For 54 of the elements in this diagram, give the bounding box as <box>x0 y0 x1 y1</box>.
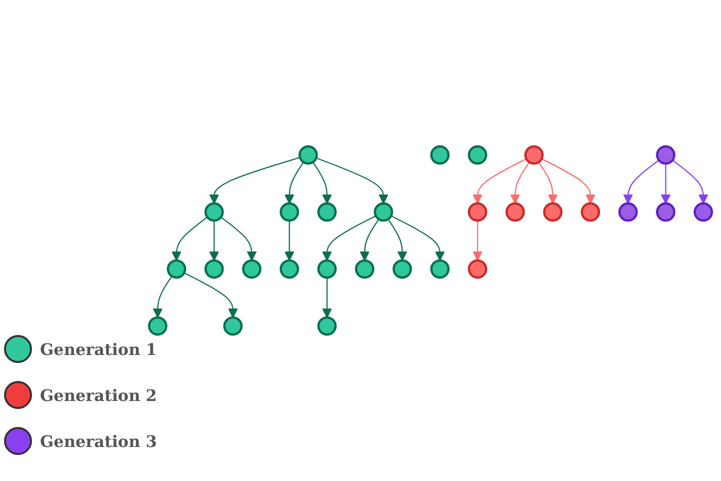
arrow <box>220 216 257 261</box>
node-circle <box>317 202 337 222</box>
arrow <box>390 215 445 261</box>
node-circle <box>694 202 714 222</box>
arrow <box>284 162 304 204</box>
node-circle <box>223 316 243 336</box>
node-circle <box>468 145 488 165</box>
node-circle <box>298 145 318 165</box>
arrow <box>472 220 483 261</box>
node-circle <box>656 202 676 222</box>
node-circle <box>430 145 450 165</box>
arrow <box>209 156 300 204</box>
node-circle <box>166 259 186 279</box>
node-circle <box>656 145 676 165</box>
arrow <box>316 157 388 204</box>
node-circle <box>543 202 562 222</box>
node-circle <box>317 259 337 279</box>
node-circle <box>280 202 300 222</box>
arrow <box>510 162 530 204</box>
arrow <box>472 158 527 204</box>
node-circle <box>374 202 394 222</box>
arrow <box>284 220 294 261</box>
node-circle <box>468 259 488 279</box>
legend-label: Generation 2 <box>40 386 157 404</box>
arrow <box>322 215 376 261</box>
node-circle <box>618 202 638 222</box>
node-circle <box>430 259 450 279</box>
node-circle <box>580 202 600 222</box>
arrow <box>623 160 660 204</box>
node-circle <box>317 316 337 336</box>
arrow <box>322 278 332 318</box>
node-circle <box>242 259 262 279</box>
arrow <box>312 162 332 204</box>
arrow <box>660 164 671 204</box>
arrow <box>360 218 380 261</box>
node-circle <box>280 259 300 279</box>
legend-label: Generation 3 <box>40 432 157 450</box>
arrow <box>209 220 220 261</box>
arrow <box>672 160 708 204</box>
arrow <box>171 216 208 261</box>
node-circle <box>354 259 374 279</box>
arrow <box>184 272 238 318</box>
arrow <box>152 276 172 318</box>
node-circle <box>148 316 168 336</box>
node-circle <box>505 202 525 222</box>
node-circle <box>468 202 488 222</box>
node-circle <box>204 202 224 222</box>
node-circle <box>204 259 224 279</box>
arrow <box>388 218 408 261</box>
node-circle <box>524 145 544 165</box>
arrow <box>538 162 558 204</box>
arrow <box>541 158 596 204</box>
legend-label: Generation 1 <box>40 340 157 358</box>
node-circle <box>392 259 412 279</box>
